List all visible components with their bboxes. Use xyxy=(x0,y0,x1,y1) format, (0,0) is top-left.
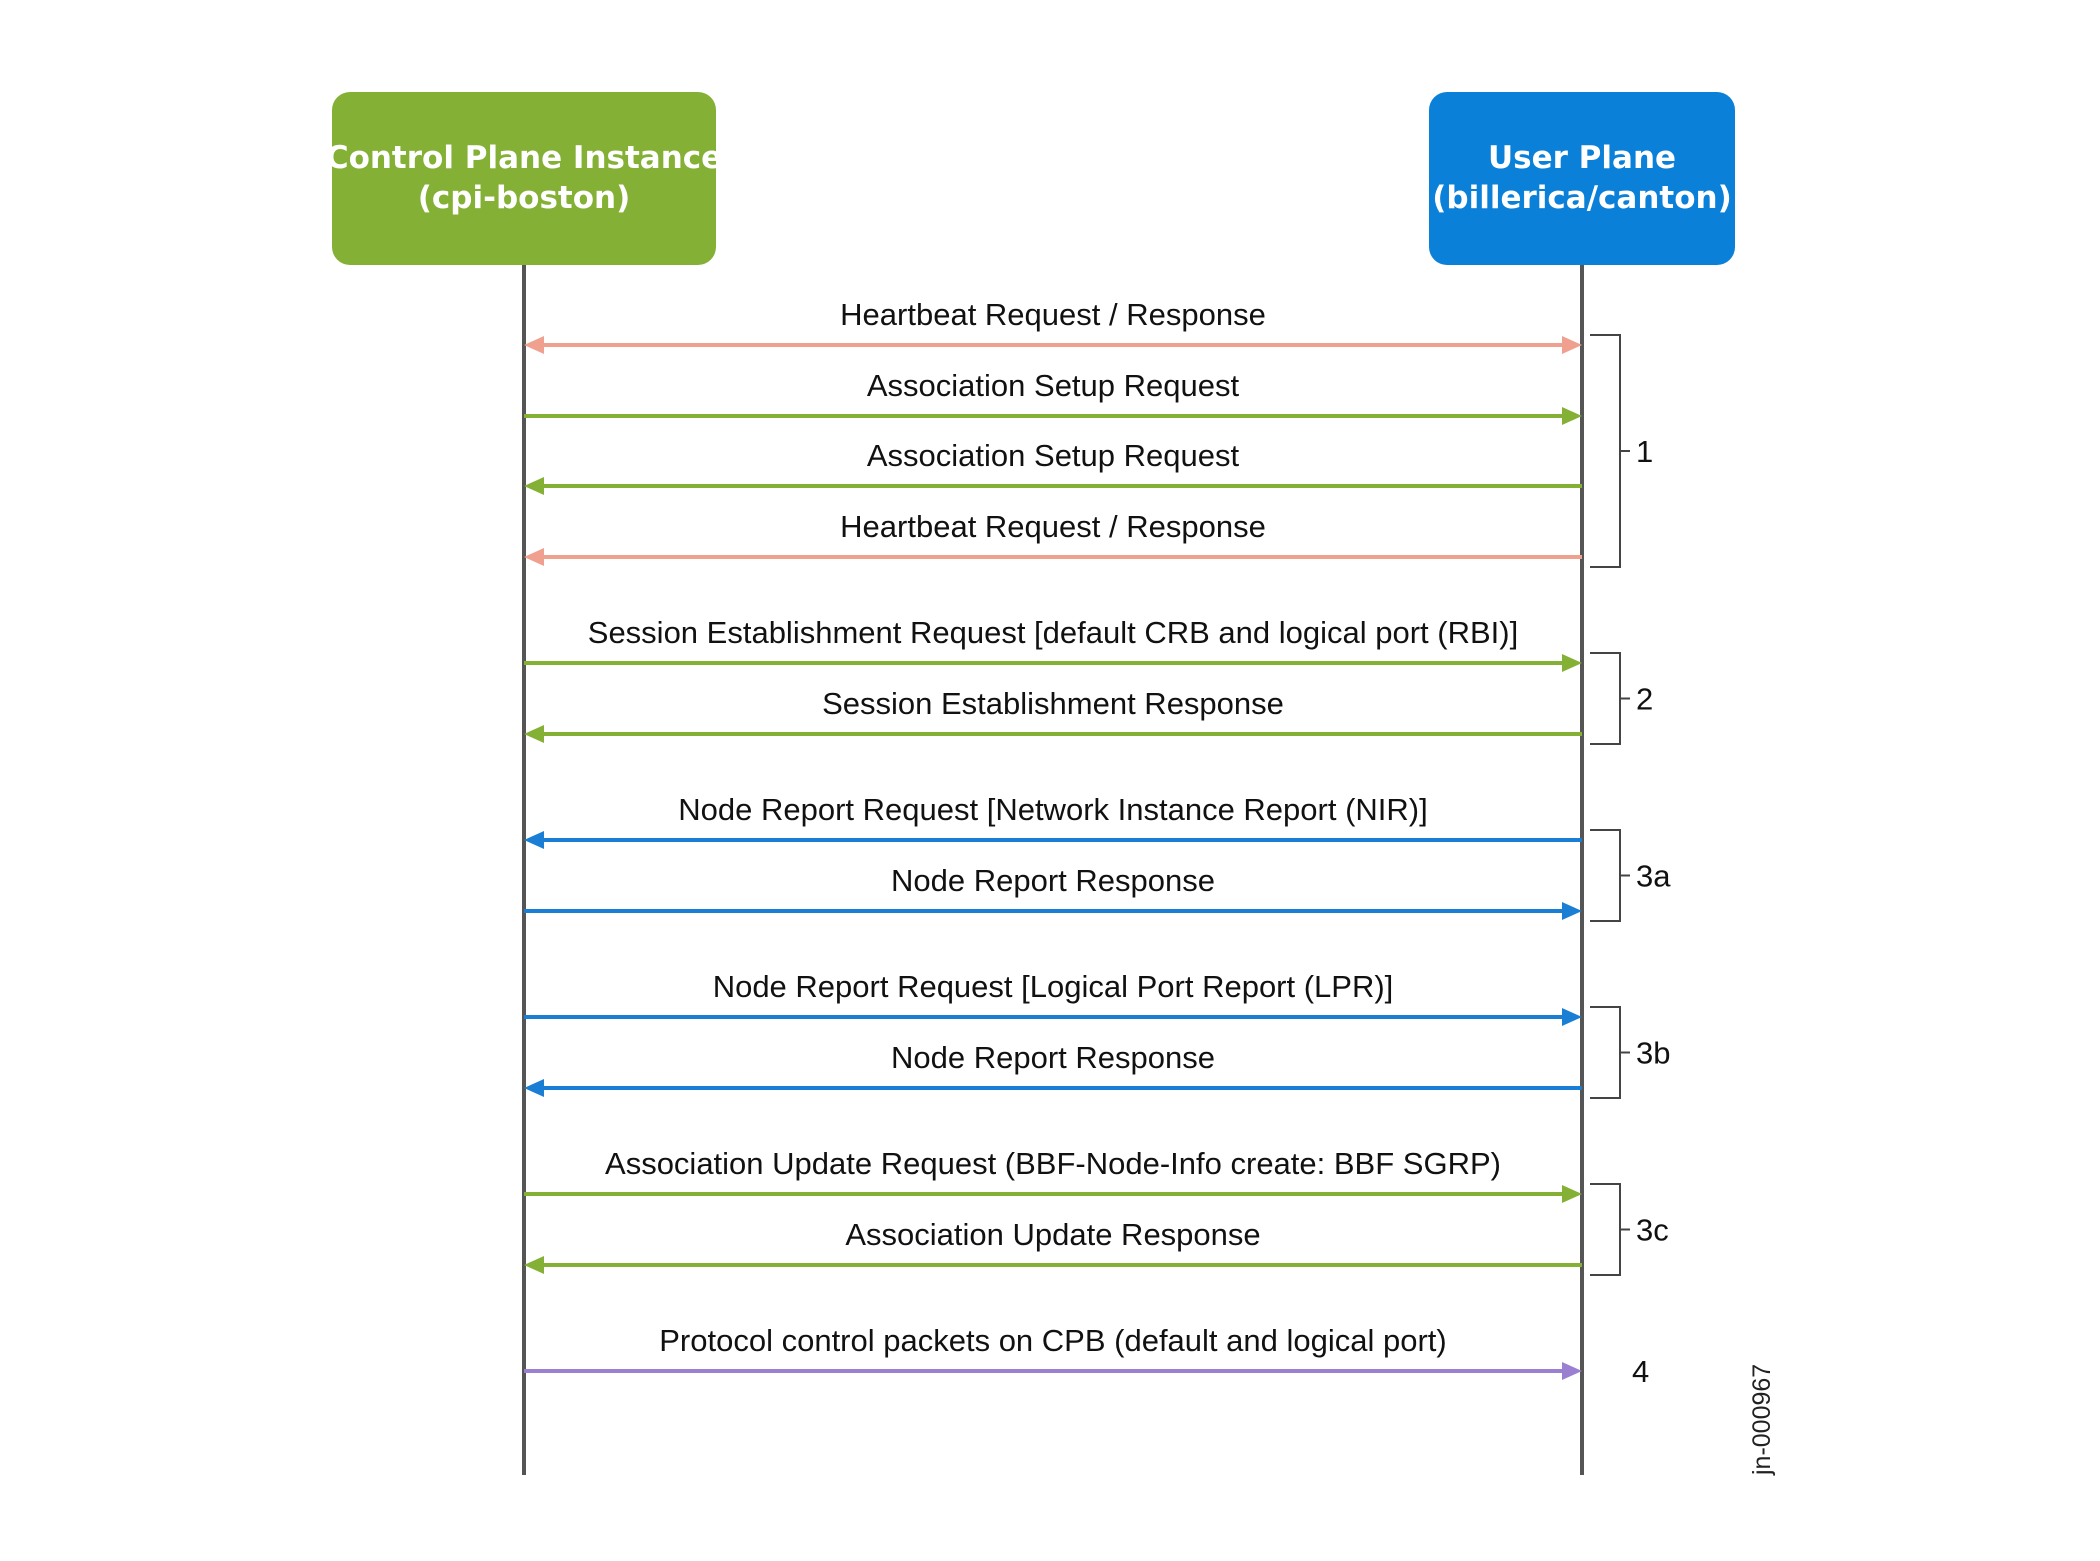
arrowhead-left xyxy=(524,336,544,354)
step-group-3a: 3a xyxy=(1590,829,1671,922)
step-bracket xyxy=(1590,829,1630,922)
actor-user-plane-subtitle: (billerica/canton) xyxy=(1432,180,1732,216)
message-1: Heartbeat Request / Response xyxy=(524,297,1582,354)
actor-user-plane-title: User Plane xyxy=(1488,140,1676,176)
step-bracket xyxy=(1590,1183,1630,1276)
message-label: Session Establishment Request [default C… xyxy=(588,615,1518,650)
message-11: Association Update Request (BBF-Node-Inf… xyxy=(524,1146,1582,1203)
arrowhead-left xyxy=(524,477,544,495)
actor-user-plane: User Plane (billerica/canton) xyxy=(1429,92,1735,265)
message-label: Heartbeat Request / Response xyxy=(840,509,1266,544)
message-6: Session Establishment Response xyxy=(524,686,1582,743)
step-label: 3b xyxy=(1636,1036,1670,1071)
message-4: Heartbeat Request / Response xyxy=(524,509,1582,566)
message-5: Session Establishment Request [default C… xyxy=(524,615,1582,672)
actor-user-plane-box xyxy=(1429,92,1735,265)
message-12: Association Update Response xyxy=(524,1217,1582,1274)
step-bracket xyxy=(1590,334,1630,568)
step-label: 3c xyxy=(1636,1213,1669,1248)
actor-control-plane: Control Plane Instance (cpi-boston) xyxy=(326,92,722,265)
step-label: 4 xyxy=(1632,1354,1649,1389)
message-3: Association Setup Request xyxy=(524,438,1582,495)
arrowhead-right xyxy=(1562,407,1582,425)
arrowhead-right xyxy=(1562,902,1582,920)
message-10: Node Report Response xyxy=(524,1040,1582,1097)
figure-id: jn-000967 xyxy=(1748,1364,1776,1476)
actor-control-plane-subtitle: (cpi-boston) xyxy=(418,180,631,216)
step-label: 1 xyxy=(1636,434,1653,469)
message-label: Node Report Request [Network Instance Re… xyxy=(678,792,1427,827)
step-label: 2 xyxy=(1636,682,1653,717)
message-label: Node Report Request [Logical Port Report… xyxy=(713,969,1394,1004)
message-label: Association Update Request (BBF-Node-Inf… xyxy=(605,1146,1501,1181)
message-label: Heartbeat Request / Response xyxy=(840,297,1266,332)
step-groups: 1 2 3a 3b 3c 4 xyxy=(1590,334,1671,1389)
message-9: Node Report Request [Logical Port Report… xyxy=(524,969,1582,1026)
step-group-3b: 3b xyxy=(1590,1006,1670,1099)
arrowhead-left xyxy=(524,548,544,566)
arrowhead-right xyxy=(1562,1008,1582,1026)
step-group-4: 4 xyxy=(1632,1354,1649,1389)
message-label: Association Update Response xyxy=(845,1217,1260,1252)
step-bracket xyxy=(1590,652,1630,745)
arrowhead-left xyxy=(524,725,544,743)
message-label: Protocol control packets on CPB (default… xyxy=(659,1323,1446,1358)
message-8: Node Report Response xyxy=(524,863,1582,920)
arrowhead-left xyxy=(524,1256,544,1274)
actor-control-plane-title: Control Plane Instance xyxy=(326,140,722,176)
arrowhead-right xyxy=(1562,336,1582,354)
messages: Heartbeat Request / ResponseAssociation … xyxy=(524,297,1582,1380)
message-13: Protocol control packets on CPB (default… xyxy=(524,1323,1582,1380)
arrowhead-right xyxy=(1562,654,1582,672)
actor-control-plane-box xyxy=(332,92,716,265)
step-group-2: 2 xyxy=(1590,652,1653,745)
step-bracket xyxy=(1590,1006,1630,1099)
arrowhead-left xyxy=(524,1079,544,1097)
arrowhead-right xyxy=(1562,1362,1582,1380)
arrowhead-right xyxy=(1562,1185,1582,1203)
message-7: Node Report Request [Network Instance Re… xyxy=(524,792,1582,849)
message-label: Node Report Response xyxy=(891,863,1215,898)
message-label: Association Setup Request xyxy=(867,438,1240,473)
message-2: Association Setup Request xyxy=(524,368,1582,425)
step-group-1: 1 xyxy=(1590,334,1653,568)
message-label: Association Setup Request xyxy=(867,368,1240,403)
step-label: 3a xyxy=(1636,859,1671,894)
message-label: Session Establishment Response xyxy=(822,686,1284,721)
message-label: Node Report Response xyxy=(891,1040,1215,1075)
arrowhead-left xyxy=(524,831,544,849)
step-group-3c: 3c xyxy=(1590,1183,1669,1276)
